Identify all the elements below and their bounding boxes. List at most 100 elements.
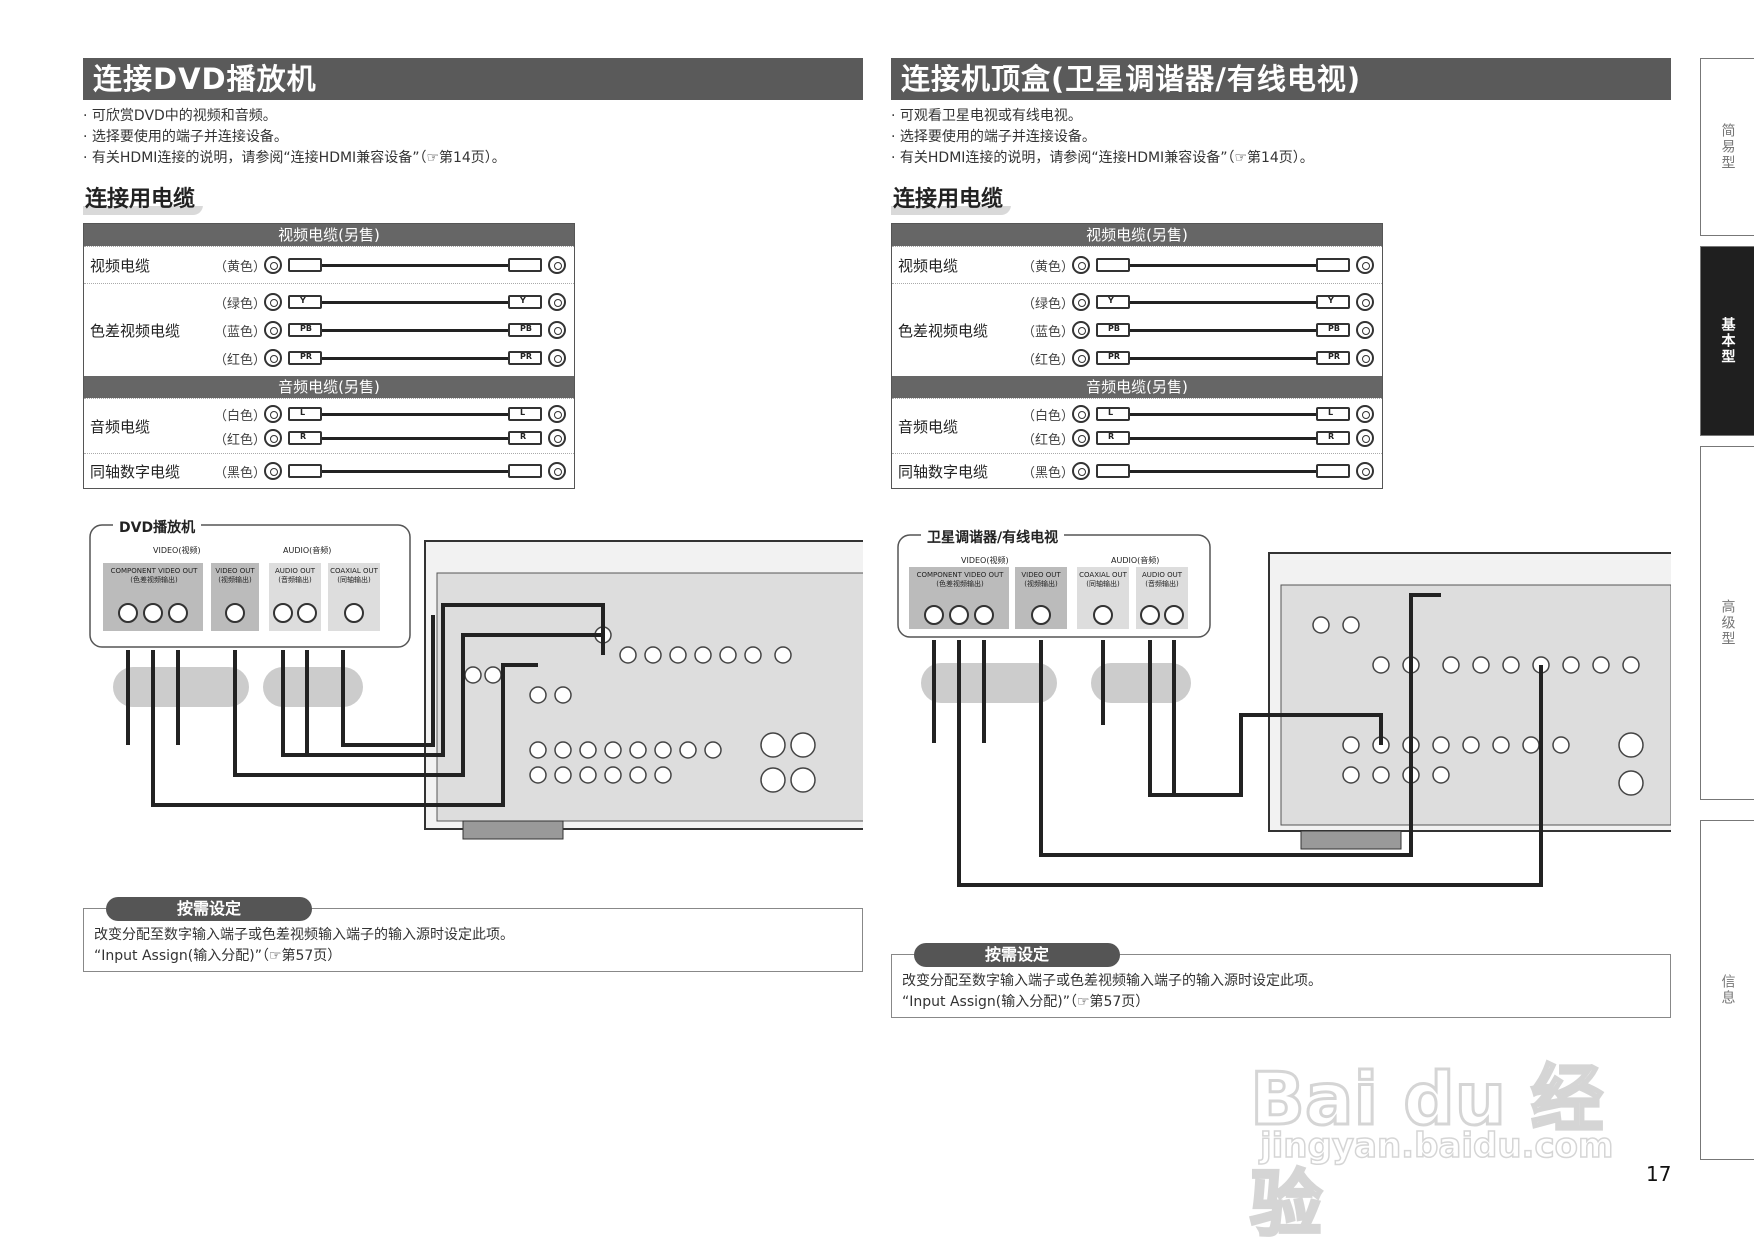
optional-reference: “Input Assign(输入分配)”（☞第57页） <box>94 948 342 964</box>
bullet-item: 可观看卫星电视或有线电视。 <box>891 106 1671 127</box>
cable-wire <box>1130 300 1316 304</box>
cable-color: （红色） <box>1022 432 1075 448</box>
rca-plug-icon: PB <box>1316 323 1350 337</box>
jack-icon <box>548 462 566 480</box>
cable-wire <box>322 300 508 304</box>
coax-cable-row: 同轴数字电缆 （黑色） <box>84 453 574 488</box>
coax-plug-icon <box>1316 464 1350 478</box>
audio-group-label: AUDIO(音频) <box>283 546 332 555</box>
jack-icon <box>1356 293 1374 311</box>
coax-plug-icon <box>1096 464 1130 478</box>
jack-icon <box>548 429 566 447</box>
cable-name: 色差视频电缆 <box>898 321 989 340</box>
jack-icon <box>1072 293 1090 311</box>
jack-icon <box>1072 405 1090 423</box>
cable-color: （蓝色） <box>214 324 267 340</box>
jack-icon <box>1072 321 1090 339</box>
cables-subtitle: 连接用电缆 <box>83 181 204 215</box>
video-cable-header: 视频电缆(另售) <box>892 224 1382 246</box>
component-out-label: COMPONENT VIDEO OUT(色差视频输出) <box>110 567 198 584</box>
side-tab-basic[interactable]: 基本型 <box>1700 246 1754 436</box>
rca-plug-icon: PR <box>288 351 322 365</box>
rca-plug-icon: PB <box>508 323 542 337</box>
rca-plug-icon: Y <box>288 295 322 309</box>
jack-icon <box>264 429 282 447</box>
jack-icon <box>548 321 566 339</box>
cable-wire <box>1130 412 1316 416</box>
cable-wire <box>322 328 508 332</box>
jack-icon <box>1356 256 1374 274</box>
coax-plug-icon <box>508 464 542 478</box>
connection-diagram: 卫星调谐器/有线电视 VIDEO(视频) AUDIO(音频) COMPONENT… <box>891 515 1671 887</box>
video-group-label: VIDEO(视频) <box>153 546 201 555</box>
audio-group-label: AUDIO(音频) <box>1111 556 1160 565</box>
rca-plug-icon: PR <box>508 351 542 365</box>
bullet-item: 有关HDMI连接的说明，请参阅“连接HDMI兼容设备”（☞第14页）。 <box>891 148 1671 169</box>
cable-color: （黄色） <box>214 259 267 275</box>
cable-name: 视频电缆 <box>898 256 959 275</box>
source-device-label: DVD播放机 <box>113 517 202 537</box>
cable-wire <box>322 436 508 440</box>
rca-plug-icon: R <box>288 431 322 445</box>
cable-name: 视频电缆 <box>90 256 151 275</box>
rca-plug-icon: R <box>508 431 542 445</box>
section-title: 连接机顶盒(卫星调谐器/有线电视) <box>891 58 1671 100</box>
optional-settings-tab: 按需设定 <box>106 897 312 921</box>
cable-color: （红色） <box>214 432 267 448</box>
jack-icon <box>548 405 566 423</box>
cable-wire <box>1130 356 1316 360</box>
bullet-item: 可欣赏DVD中的视频和音频。 <box>83 106 863 127</box>
coax-plug-icon <box>288 464 322 478</box>
cable-color: （绿色） <box>214 296 267 312</box>
rca-plug-icon: PB <box>288 323 322 337</box>
jack-icon <box>264 321 282 339</box>
optional-reference: “Input Assign(输入分配)”（☞第57页） <box>902 994 1150 1010</box>
side-tab-info[interactable]: 信息 <box>1700 820 1754 1160</box>
cable-wire <box>1130 263 1316 267</box>
page-number: 17 <box>1646 1162 1672 1186</box>
jack-icon <box>548 293 566 311</box>
section-title: 连接DVD播放机 <box>83 58 863 100</box>
jack-icon <box>1356 321 1374 339</box>
cable-name: 同轴数字电缆 <box>898 462 989 481</box>
rca-plug-icon <box>288 258 322 272</box>
cable-wire <box>1130 436 1316 440</box>
cable-wire <box>322 469 508 473</box>
optional-description: 改变分配至数字输入端子或色差视频输入端子的输入源时设定此项。 <box>902 973 1322 989</box>
cable-color: （白色） <box>1022 408 1075 424</box>
coax-cable-row: 同轴数字电缆 （黑色） <box>892 453 1382 488</box>
video-cable-header: 视频电缆(另售) <box>84 224 574 246</box>
jack-icon <box>1356 429 1374 447</box>
jack-icon <box>1356 462 1374 480</box>
side-tab-advanced[interactable]: 高级型 <box>1700 446 1754 800</box>
cables-subtitle: 连接用电缆 <box>891 181 1012 215</box>
optional-settings-tab: 按需设定 <box>914 943 1120 967</box>
jack-icon <box>548 256 566 274</box>
rca-plug-icon <box>1096 258 1130 272</box>
rca-plug-icon: PR <box>1316 351 1350 365</box>
cable-color: （黑色） <box>214 465 267 481</box>
left-section: 连接DVD播放机 可欣赏DVD中的视频和音频。 选择要使用的端子并连接设备。 有… <box>83 58 863 972</box>
side-tab-simple[interactable]: 简易型 <box>1700 58 1754 236</box>
jack-icon <box>264 462 282 480</box>
video-group-label: VIDEO(视频) <box>961 556 1009 565</box>
source-device-label: 卫星调谐器/有线电视 <box>921 527 1065 547</box>
watermark-brand: Bai du 经验 <box>1249 1056 1605 1240</box>
receiver-connection-svg <box>897 534 1671 887</box>
rca-plug-icon: Y <box>508 295 542 309</box>
video-cable-row: 视频电缆 （黄色） <box>892 246 1382 283</box>
cable-name: 色差视频电缆 <box>90 321 181 340</box>
jack-icon <box>264 349 282 367</box>
jack-icon <box>1072 349 1090 367</box>
cable-color: （黄色） <box>1022 259 1075 275</box>
cable-wire <box>322 412 508 416</box>
cable-name: 音频电缆 <box>898 417 959 436</box>
bullet-item: 有关HDMI连接的说明，请参阅“连接HDMI兼容设备”（☞第14页）。 <box>83 148 863 169</box>
rca-plug-icon: L <box>1096 407 1130 421</box>
jack-icon <box>264 405 282 423</box>
right-section: 连接机顶盒(卫星调谐器/有线电视) 可观看卫星电视或有线电视。 选择要使用的端子… <box>891 58 1671 1018</box>
rca-plug-icon <box>508 258 542 272</box>
rca-plug-icon <box>1316 258 1350 272</box>
